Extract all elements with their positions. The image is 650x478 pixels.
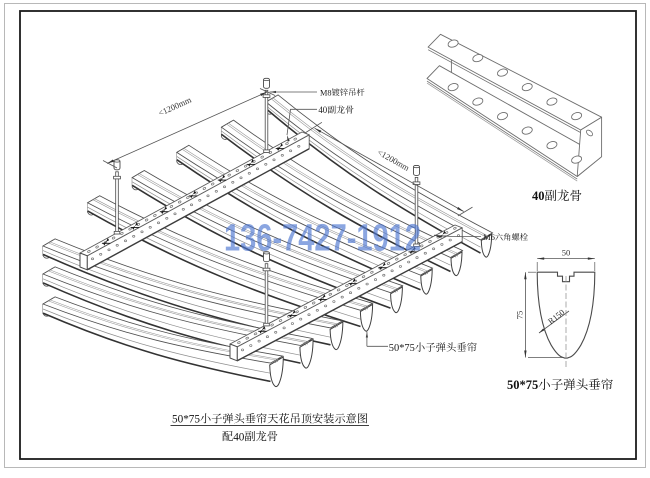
svg-text:5: 5: [532, 378, 538, 392]
svg-text:0: 0: [239, 431, 245, 443]
svg-text:8: 8: [327, 88, 331, 97]
svg-text:5: 5: [507, 378, 513, 392]
svg-text:0: 0: [178, 414, 184, 426]
svg-text:4: 4: [318, 105, 323, 115]
svg-text:5: 5: [389, 343, 394, 354]
svg-text:*: *: [520, 378, 526, 392]
svg-text:0: 0: [538, 189, 544, 203]
svg-text:0: 0: [394, 343, 399, 354]
svg-text:*: *: [399, 343, 404, 354]
svg-text:5: 5: [194, 414, 200, 426]
svg-text:6: 6: [491, 233, 495, 242]
svg-text:75: 75: [515, 311, 525, 320]
svg-text:7: 7: [189, 414, 195, 426]
svg-text:4: 4: [233, 431, 239, 443]
svg-text:136-7427-1912: 136-7427-1912: [224, 218, 421, 260]
svg-text:0: 0: [323, 105, 328, 115]
svg-text:M: M: [483, 233, 491, 242]
svg-text:7: 7: [526, 378, 532, 392]
svg-text:50: 50: [562, 248, 571, 258]
svg-text:7: 7: [404, 343, 409, 354]
svg-text:M: M: [320, 88, 328, 97]
svg-text:5: 5: [410, 343, 415, 354]
svg-text:*: *: [183, 414, 189, 426]
svg-text:0: 0: [513, 378, 519, 392]
svg-text:5: 5: [172, 414, 178, 426]
svg-text:4: 4: [532, 189, 539, 203]
